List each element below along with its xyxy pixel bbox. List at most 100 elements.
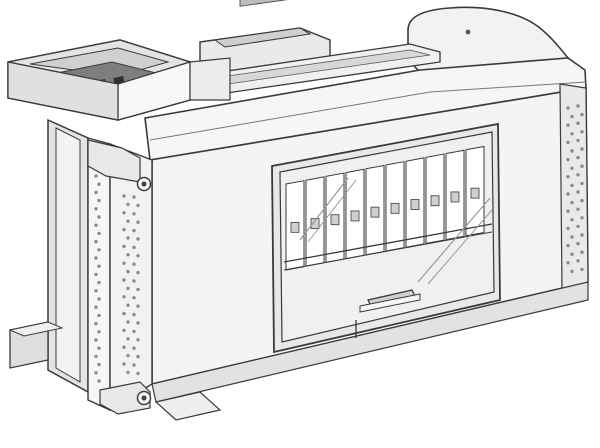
vent-hole bbox=[576, 173, 580, 177]
breaker-toggle bbox=[370, 206, 380, 218]
vent-hole bbox=[580, 267, 584, 272]
vent-hole bbox=[94, 207, 98, 211]
breaker-toggle bbox=[450, 191, 460, 203]
vent-hole bbox=[576, 121, 580, 125]
rear-top-cap bbox=[407, 6, 569, 73]
vent-hole bbox=[132, 296, 136, 300]
vent-hole bbox=[136, 254, 140, 258]
vent-hole bbox=[570, 200, 574, 205]
vent-hole bbox=[126, 320, 130, 324]
vent-hole bbox=[126, 286, 130, 291]
vent-hole bbox=[126, 337, 130, 341]
vent-hole bbox=[576, 224, 580, 229]
vent-hole bbox=[566, 243, 570, 248]
vent-hole bbox=[136, 203, 140, 208]
vent-hole bbox=[97, 182, 101, 186]
vent-hole bbox=[97, 297, 101, 301]
left-side-panel bbox=[8, 118, 111, 412]
window-latch-handle bbox=[355, 289, 421, 338]
vent-hole bbox=[122, 194, 126, 198]
vent-hole bbox=[136, 304, 140, 308]
vent-hole bbox=[97, 330, 101, 334]
vent-hole bbox=[94, 354, 98, 359]
vent-hole bbox=[122, 261, 126, 265]
vent-hole bbox=[94, 223, 98, 227]
vent-hole bbox=[126, 236, 130, 240]
vent-hole bbox=[122, 211, 126, 215]
vent-hole bbox=[126, 253, 130, 257]
vent-hole bbox=[136, 270, 140, 275]
vent-hole bbox=[580, 147, 584, 151]
vent-hole bbox=[126, 353, 130, 358]
vent-hole bbox=[126, 202, 130, 207]
fixing-screw-bottom bbox=[136, 390, 152, 406]
vent-hole bbox=[122, 227, 126, 232]
breaker-toggle bbox=[410, 199, 420, 210]
din-rail bbox=[283, 223, 493, 271]
vent-hole bbox=[580, 198, 584, 203]
vent-hole bbox=[126, 370, 130, 375]
vent-hole bbox=[566, 140, 570, 145]
vent-hole bbox=[136, 338, 140, 342]
vent-hole bbox=[122, 244, 126, 249]
vent-hole bbox=[132, 279, 136, 283]
vent-hole bbox=[132, 228, 136, 233]
vent-hole bbox=[580, 164, 584, 168]
vent-hole bbox=[97, 248, 101, 252]
vent-hole bbox=[570, 114, 574, 119]
vent-hole bbox=[570, 132, 574, 136]
vent-hole bbox=[566, 261, 570, 265]
vent-hole bbox=[136, 220, 140, 224]
vent-hole bbox=[576, 190, 580, 194]
vent-hole bbox=[570, 269, 574, 274]
vent-hole bbox=[94, 338, 98, 342]
vent-hole bbox=[566, 106, 570, 110]
vent-hole bbox=[566, 209, 570, 213]
vent-hole bbox=[94, 371, 98, 375]
vent-hole bbox=[132, 363, 136, 367]
fixing-screw-top bbox=[136, 176, 152, 192]
vent-hole bbox=[132, 312, 136, 317]
breaker-toggle bbox=[310, 218, 320, 229]
breaker-toggle bbox=[290, 221, 300, 233]
vent-hole bbox=[94, 272, 98, 277]
breaker-toggle bbox=[350, 210, 360, 222]
vent-hole bbox=[94, 321, 98, 326]
vent-hole bbox=[580, 250, 584, 254]
vent-hole bbox=[132, 212, 136, 216]
vent-hole bbox=[122, 362, 126, 366]
vent-hole bbox=[126, 219, 130, 223]
breaker-toggle bbox=[330, 214, 340, 226]
vent-hole bbox=[94, 305, 98, 309]
vent-hole bbox=[566, 175, 570, 179]
vent-hole bbox=[580, 216, 584, 220]
vent-hole bbox=[94, 174, 98, 178]
vent-hole bbox=[570, 183, 574, 188]
vent-hole bbox=[122, 278, 126, 282]
breaker-toggle bbox=[390, 202, 400, 214]
vent-hole bbox=[132, 245, 136, 250]
vent-hole bbox=[136, 354, 140, 359]
vent-hole bbox=[566, 226, 570, 231]
vent-hole bbox=[566, 192, 570, 196]
right-vent-holes bbox=[566, 104, 584, 274]
vent-hole bbox=[132, 346, 136, 350]
vent-hole bbox=[122, 345, 126, 349]
vent-hole bbox=[122, 328, 126, 333]
vent-hole bbox=[132, 262, 136, 266]
vent-hole bbox=[94, 239, 98, 244]
vent-hole bbox=[580, 181, 584, 186]
front-base-ledge bbox=[151, 281, 589, 421]
right-end-panel bbox=[559, 83, 589, 291]
vent-hole bbox=[97, 215, 101, 219]
vent-hole bbox=[136, 287, 140, 292]
left-front-flange bbox=[87, 139, 153, 415]
vent-hole bbox=[136, 371, 140, 376]
vent-hole bbox=[570, 149, 574, 153]
vent-hole bbox=[97, 264, 101, 268]
vent-hole bbox=[570, 218, 574, 222]
vent-hole bbox=[566, 123, 570, 127]
vent-hole bbox=[576, 155, 580, 160]
